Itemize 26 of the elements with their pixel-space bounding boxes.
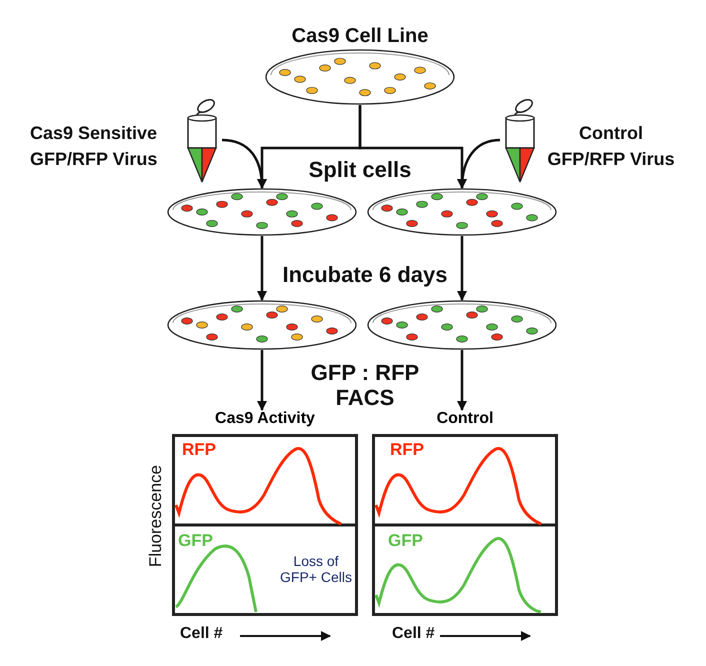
arrow <box>457 138 500 189</box>
arrow <box>257 236 267 301</box>
channel-label: GFP <box>178 531 214 551</box>
arrow <box>457 350 467 411</box>
channel-label: RFP <box>182 440 217 460</box>
petri-dish-drawing <box>167 300 357 350</box>
virus-label: Cas9 Sensitive GFP/RFP Virus <box>30 122 158 171</box>
chart-title: Control <box>436 410 494 428</box>
axis-label: Cell # <box>180 625 224 644</box>
petri-dish-drawing <box>367 300 557 350</box>
arrow <box>222 138 267 189</box>
axis-label: Cell # <box>392 625 436 644</box>
step-label: Split cells <box>308 157 412 182</box>
chart-title: Cas9 Activity <box>214 410 316 428</box>
channel-label: RFP <box>390 440 425 460</box>
step-label: Incubate 6 days <box>281 262 449 288</box>
arrow <box>457 236 467 301</box>
step-label: GFP : RFP FACS <box>310 360 420 411</box>
petri-dish-drawing <box>367 188 557 236</box>
petri-dish-drawing <box>167 188 357 236</box>
virus-label: Control GFP/RFP Virus <box>546 122 676 171</box>
arrow <box>257 350 267 411</box>
axis-label: Fluorescence <box>146 465 166 568</box>
channel-label: GFP <box>388 531 424 551</box>
annotation-text: Loss of GFP+ Cells <box>279 553 353 586</box>
node-title: Cas9 Cell Line <box>290 25 430 48</box>
